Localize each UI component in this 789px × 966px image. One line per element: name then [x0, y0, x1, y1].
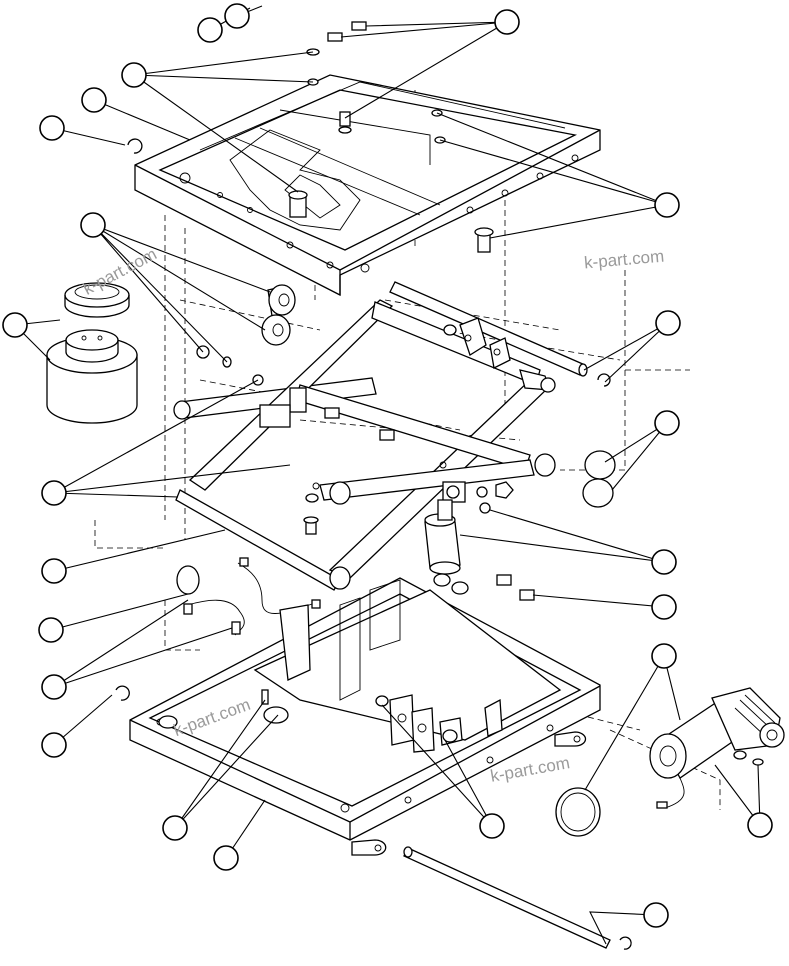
air-spring [46, 282, 138, 424]
callouts [2, 3, 773, 928]
callout-circle [654, 410, 680, 436]
callout-circle [162, 815, 188, 841]
callout-circle [747, 812, 773, 838]
base-frame [115, 577, 601, 856]
bottom-rod [403, 846, 632, 950]
callout-circle [39, 115, 65, 141]
callout-circle [651, 549, 677, 575]
callout-circle [651, 594, 677, 620]
wiring-harness [176, 557, 321, 636]
callout-circle [121, 62, 147, 88]
callout-circle [654, 192, 680, 218]
middle-hardware [303, 324, 611, 535]
leader-lines [14, 5, 761, 945]
callout-circle [41, 558, 67, 584]
callout-circle [197, 17, 223, 43]
shock-absorber [424, 499, 535, 601]
callout-circle [494, 9, 520, 35]
scissor-mechanism [173, 281, 588, 591]
callout-circle [224, 3, 250, 29]
callout-circle [80, 212, 106, 238]
bushings [196, 284, 616, 508]
callout-circle [41, 480, 67, 506]
compressor-motor [555, 687, 785, 837]
callout-circle [655, 310, 681, 336]
callout-circle [2, 312, 28, 338]
callout-circle [41, 732, 67, 758]
callout-circle [38, 617, 64, 643]
callout-circle [643, 902, 669, 928]
callout-circle [479, 813, 505, 839]
callout-circle [651, 643, 677, 669]
callout-circle [81, 87, 107, 113]
callout-circle [41, 674, 67, 700]
callout-circle [213, 845, 239, 871]
top-frame [134, 74, 601, 297]
